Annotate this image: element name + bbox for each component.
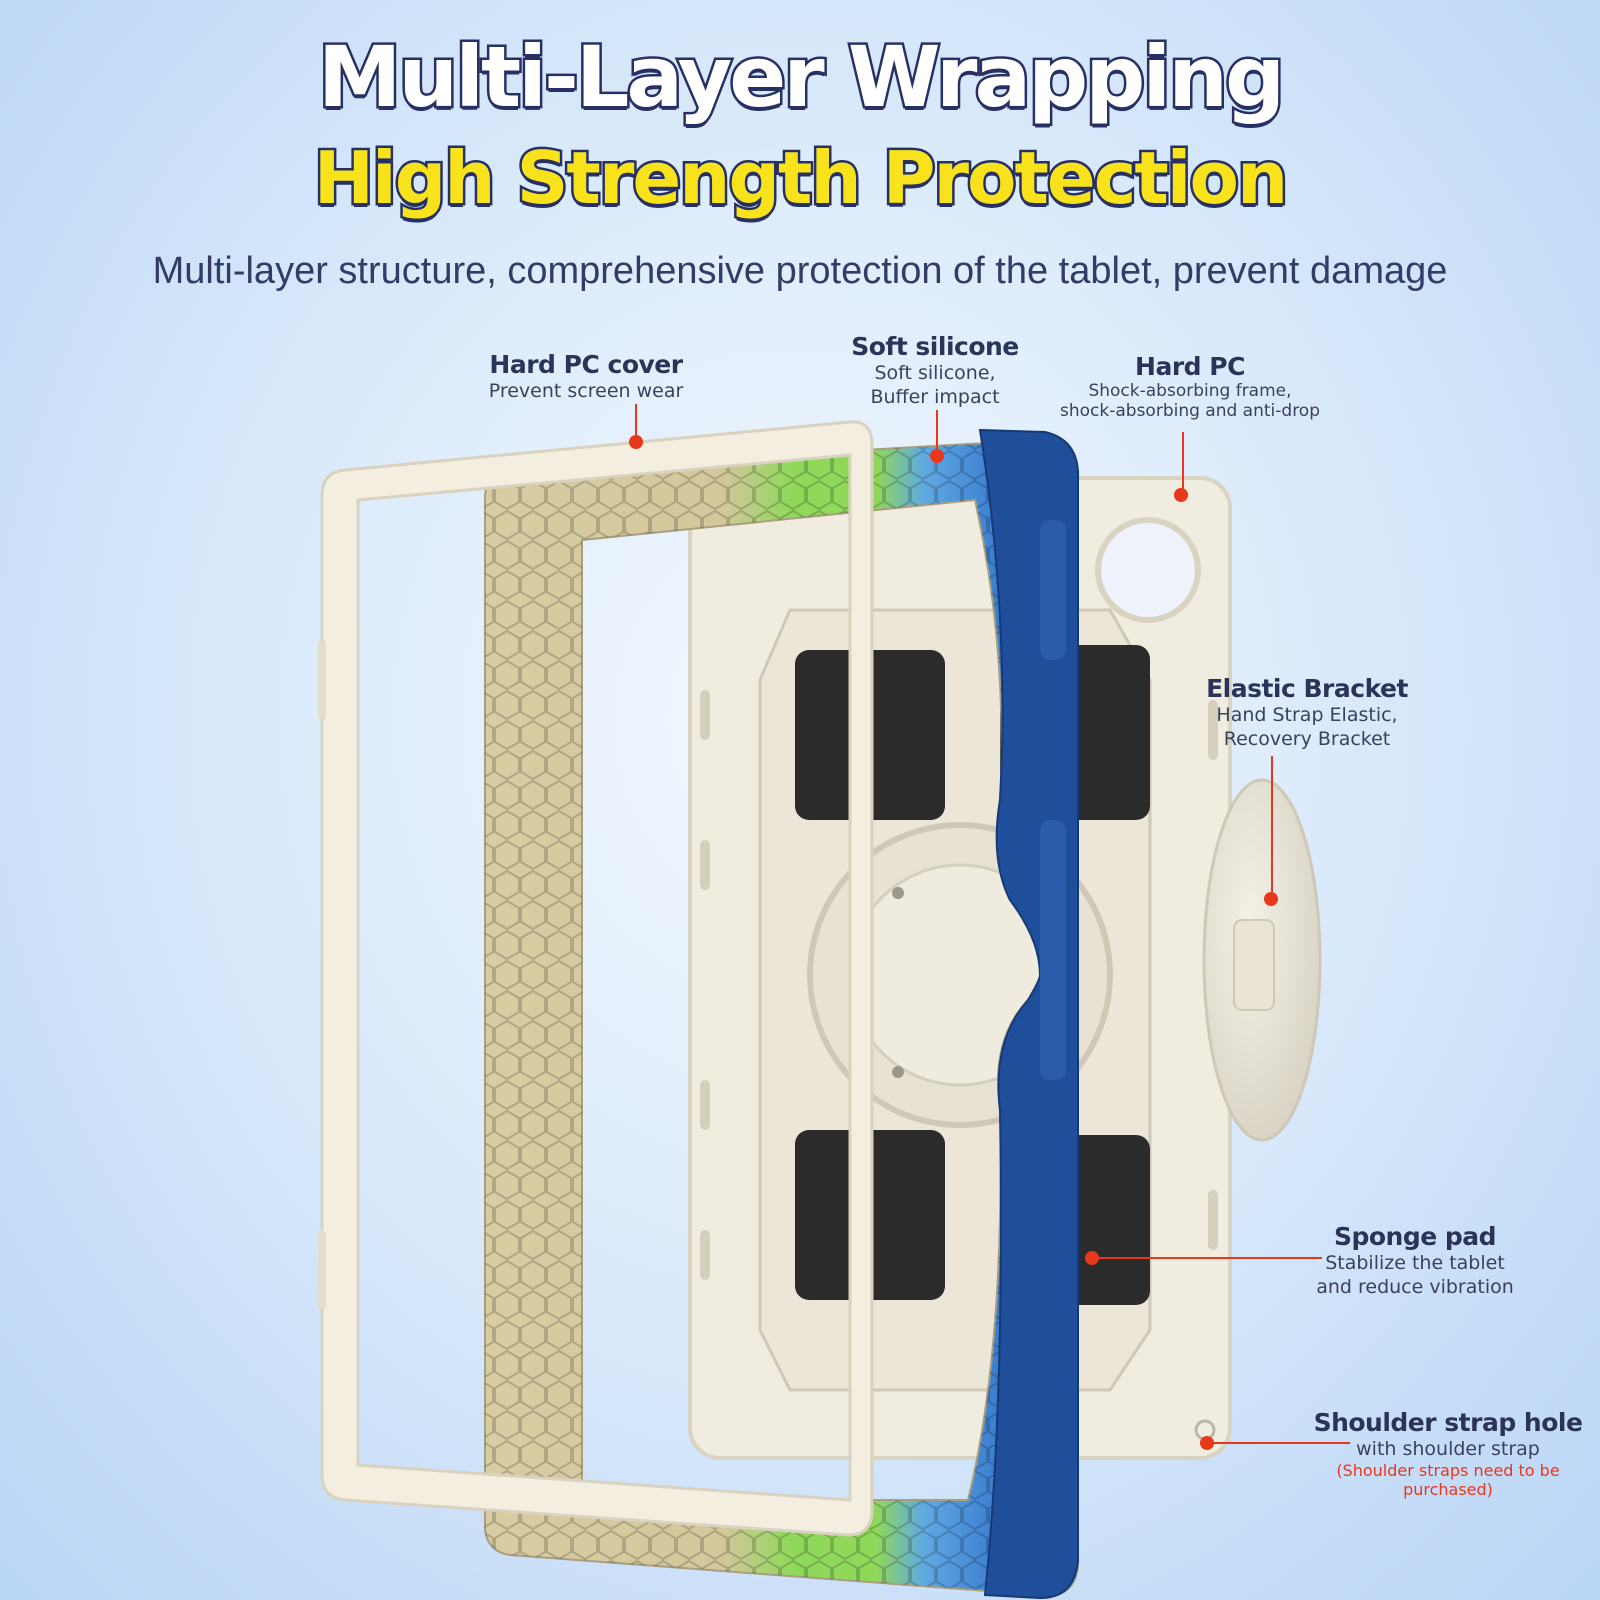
callout-desc: with shoulder strap	[1356, 1438, 1540, 1460]
callout-desc: Soft silicone,	[874, 362, 996, 384]
callout-title: Elastic Bracket	[1206, 674, 1408, 703]
callout-hard-pc: Hard PC Shock-absorbing frame, shock-abs…	[1040, 352, 1340, 421]
callout-soft-silicone: Soft silicone Soft silicone, Buffer impa…	[845, 332, 1025, 409]
callout-desc: and reduce vibration	[1316, 1276, 1514, 1298]
hard-pc-cover-frame	[318, 420, 874, 1537]
pointer-hard-pc	[1174, 488, 1188, 502]
callout-hard-pc-cover: Hard PC cover Prevent screen wear	[460, 350, 712, 403]
callout-title: Soft silicone	[851, 332, 1019, 361]
pointer-shoulder-strap-hole	[1200, 1436, 1214, 1450]
callout-shoulder-strap-hole: Shoulder strap hole with shoulder strap …	[1300, 1408, 1596, 1499]
callout-note: (Shoulder straps need to be purchased)	[1336, 1461, 1560, 1499]
callout-title: Hard PC cover	[489, 350, 683, 379]
pointer-elastic-bracket	[1264, 892, 1278, 906]
callout-title: Hard PC	[1135, 352, 1245, 381]
headline-title: Multi-Layer Wrapping	[315, 26, 1287, 129]
callout-desc: Prevent screen wear	[488, 380, 684, 402]
callout-desc: Hand Strap Elastic,	[1216, 704, 1398, 726]
headline-subtitle-yellow: High Strength Protection	[311, 134, 1290, 223]
pointer-sponge-pad	[1085, 1251, 1099, 1265]
callout-pointers	[629, 404, 1350, 1450]
pointer-hard-pc-cover	[629, 435, 643, 449]
callout-desc: Recovery Bracket	[1223, 728, 1391, 750]
callout-desc: Stabilize the tablet	[1325, 1252, 1505, 1274]
callout-sponge-pad: Sponge pad Stabilize the tablet and redu…	[1300, 1222, 1530, 1299]
callout-desc: Shock-absorbing frame,	[1088, 381, 1292, 401]
callout-title: Shoulder strap hole	[1313, 1408, 1583, 1437]
callout-elastic-bracket: Elastic Bracket Hand Strap Elastic, Reco…	[1195, 674, 1419, 751]
callout-desc: shock-absorbing and anti-drop	[1060, 401, 1320, 421]
pointer-soft-silicone	[930, 449, 944, 463]
callout-title: Sponge pad	[1333, 1222, 1497, 1251]
callout-desc: Buffer impact	[870, 386, 1000, 408]
headline-description: Multi-layer structure, comprehensive pro…	[152, 250, 1448, 292]
